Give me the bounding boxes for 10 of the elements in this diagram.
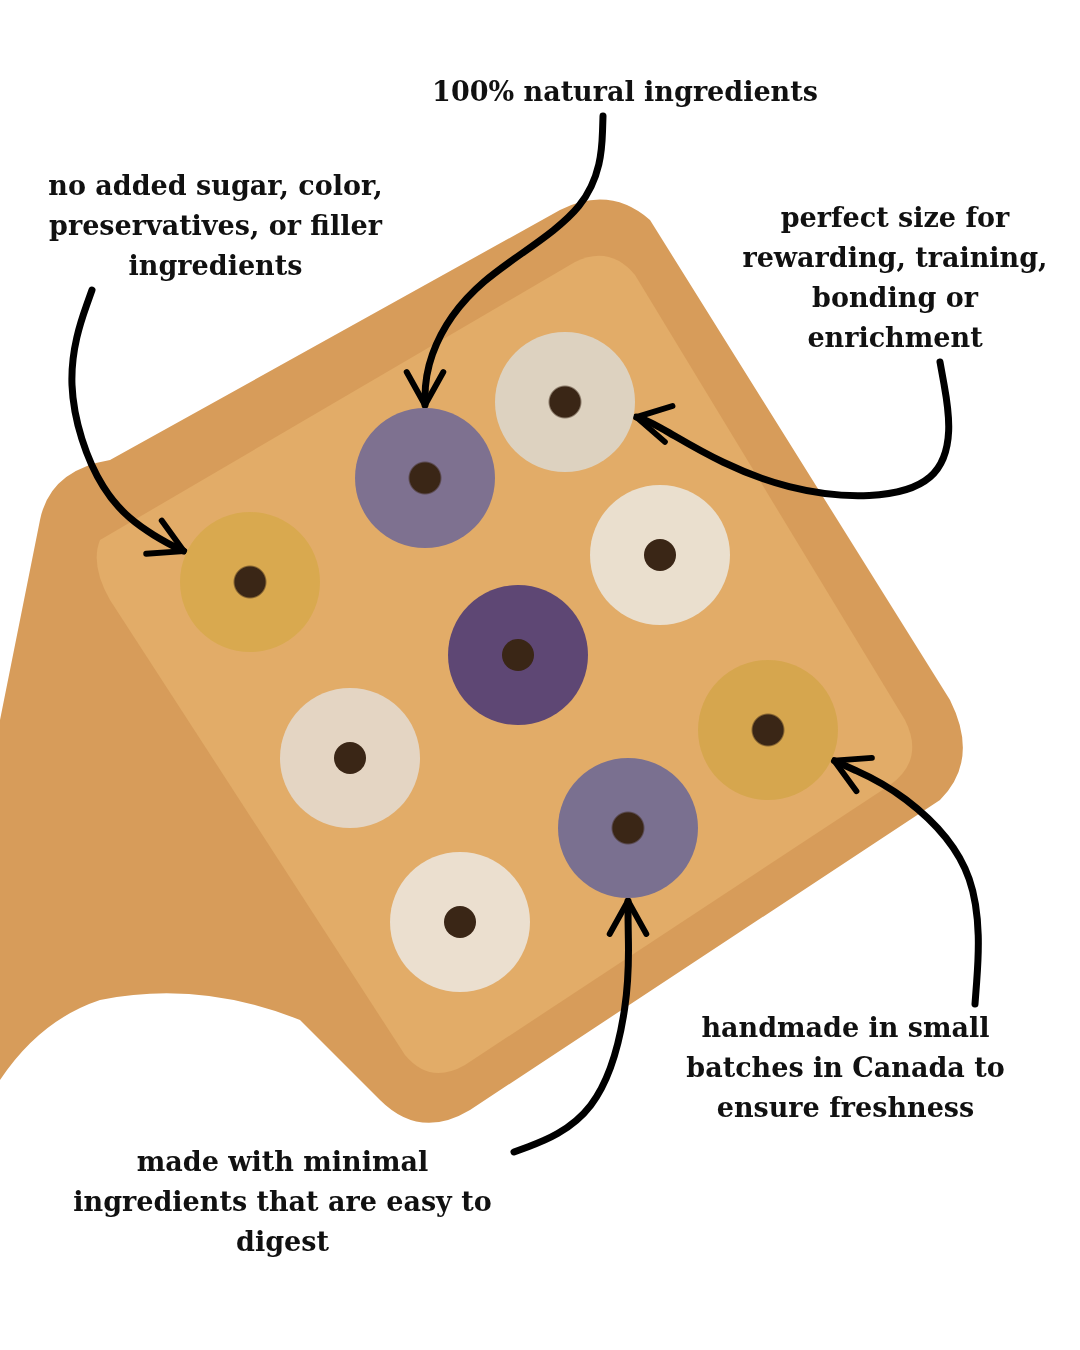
callout-text: handmade in small batches in Canada to ensure freshness	[668, 1008, 1023, 1128]
curved-arrow	[403, 112, 607, 409]
curved-arrow	[830, 755, 982, 1008]
callout-text: made with minimal ingredients that are easy to digest	[55, 1142, 510, 1262]
curved-arrow	[68, 286, 188, 557]
curved-arrow	[632, 358, 953, 500]
callout-text: perfect size for rewarding, training, bonding or enrichment	[725, 198, 1065, 358]
callout-text: 100% natural ingredients	[395, 72, 855, 112]
curved-arrow	[510, 897, 650, 1156]
callout-text: no added sugar, color, preservatives, or filler ingredients	[28, 166, 403, 286]
